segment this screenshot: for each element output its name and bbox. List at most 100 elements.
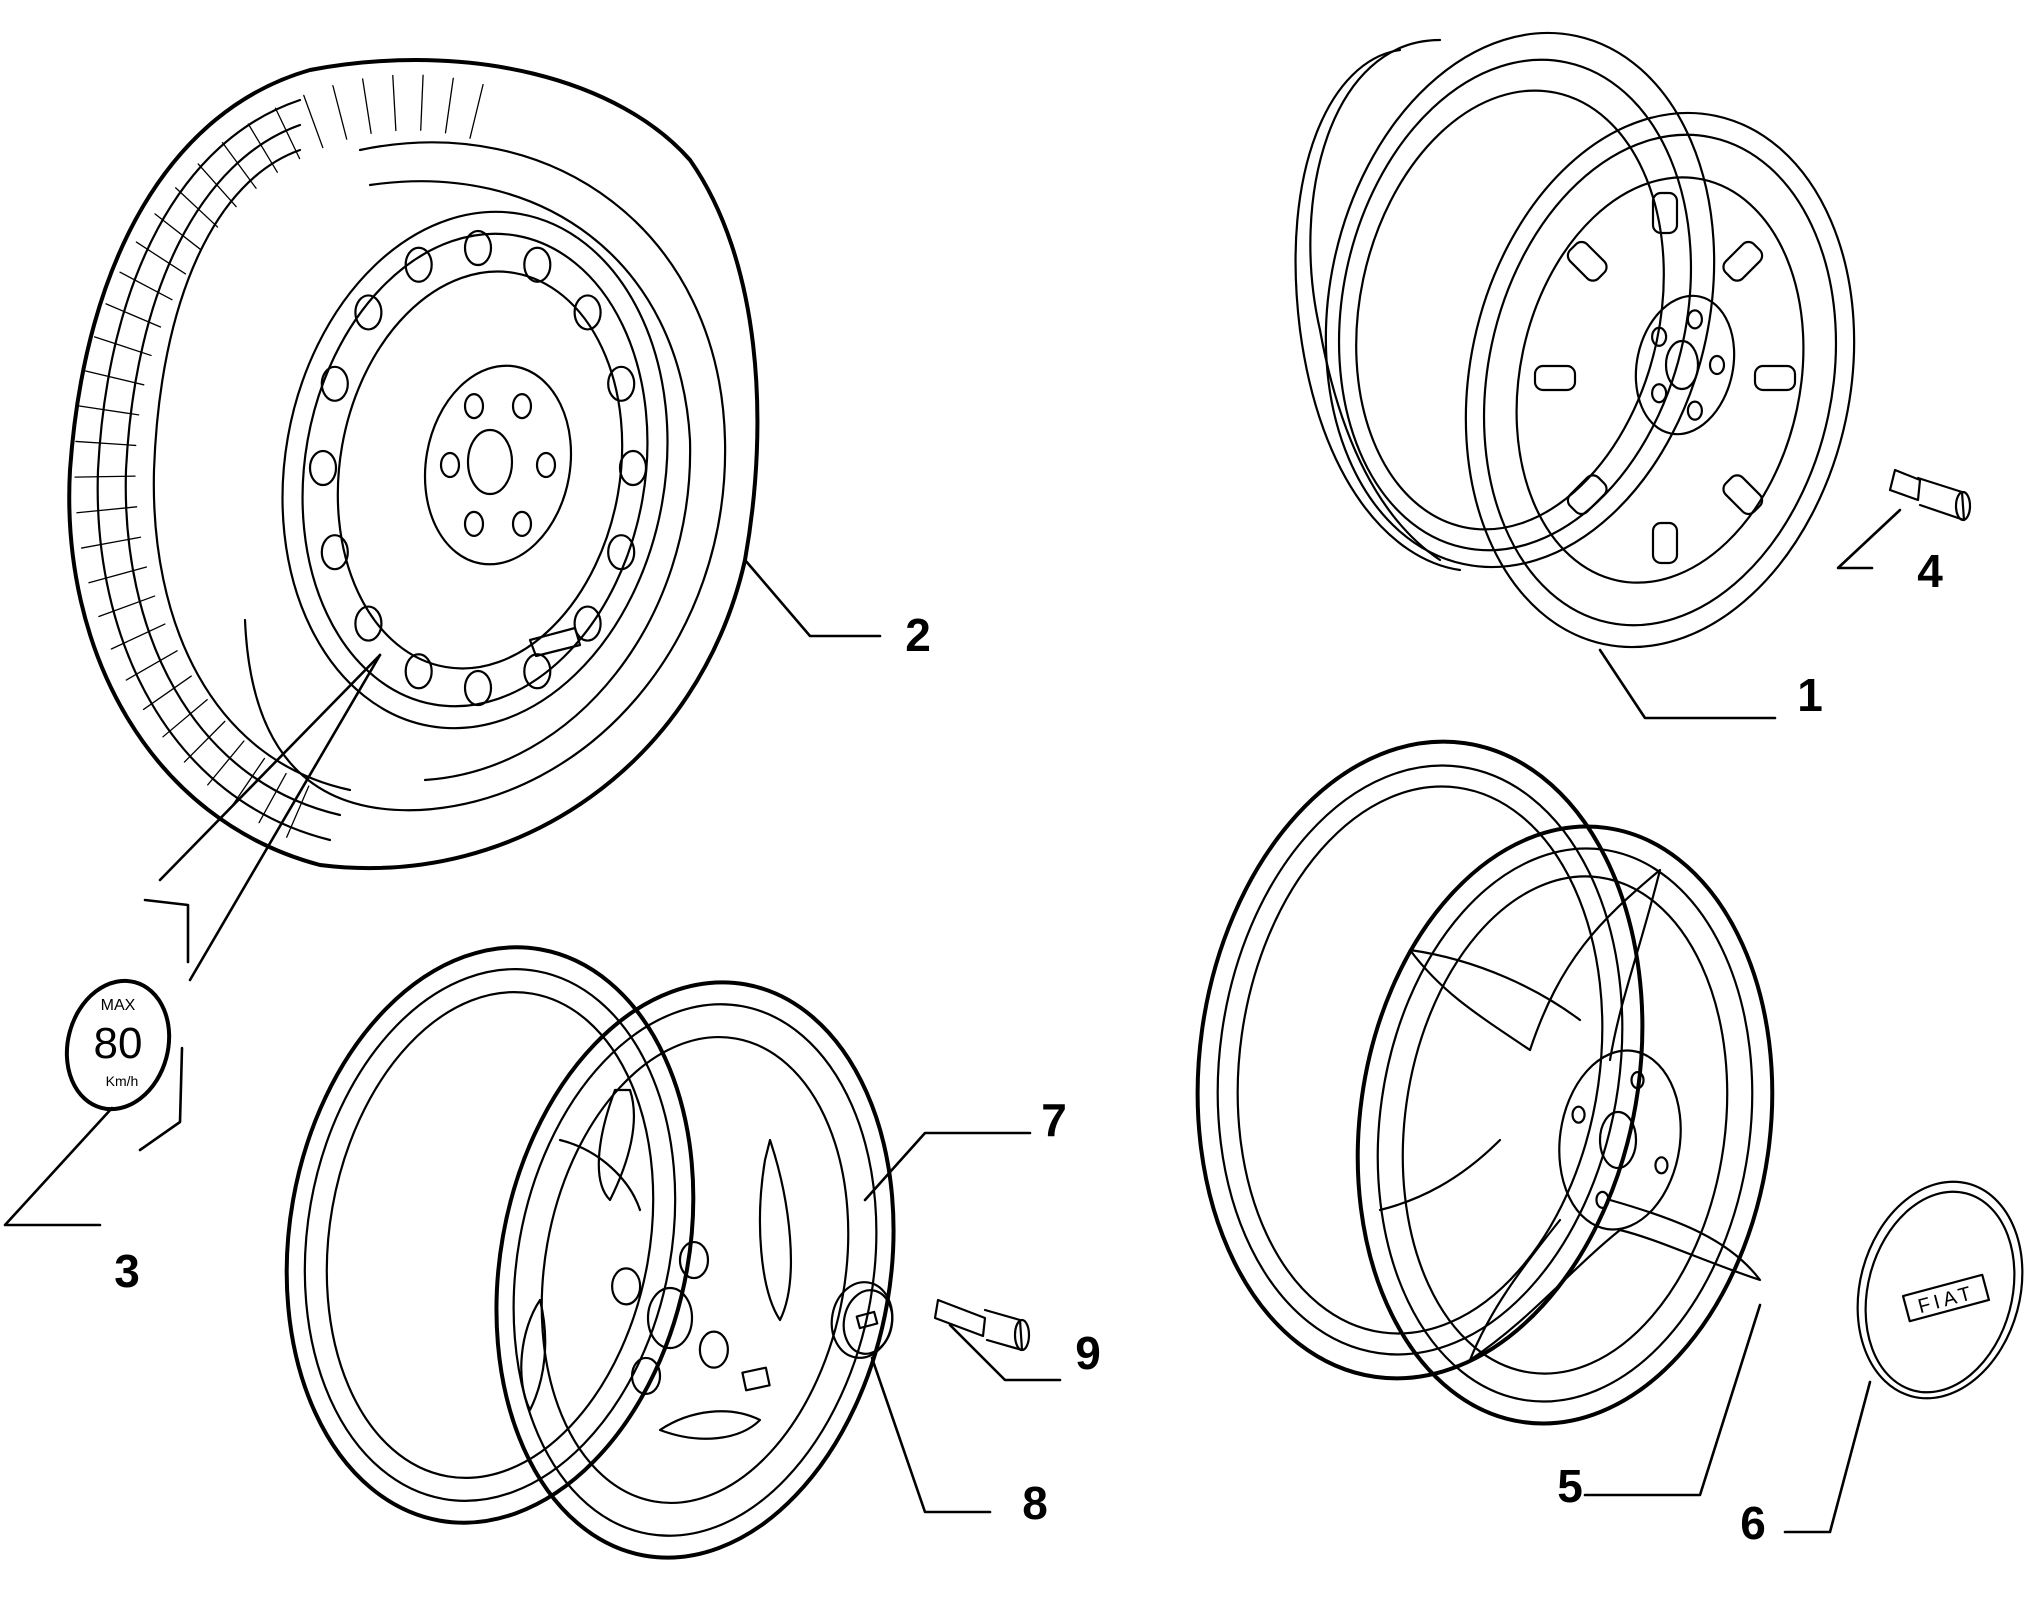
rim-cooling-hole [573,294,602,331]
spare-wheel-with-tyre [67,58,882,982]
callout-1: 1 [1797,669,1823,721]
rim-vent-slot [1566,240,1608,282]
alloy-bolt-hole [678,1240,710,1280]
alloy-bolt-hole [1630,1071,1645,1090]
tread-block-line [420,74,424,131]
alloy-bolt-hole [698,1330,729,1369]
alloy-bolt-hole [1571,1105,1586,1124]
tread-block-line [125,650,178,681]
tread-block-line [142,675,192,711]
tread-block-line [361,78,372,135]
callout-9: 9 [1075,1327,1101,1379]
tread-block-line [392,74,397,132]
callout-3: 3 [114,1245,140,1297]
tread-block-line [221,142,257,189]
tread-block-line [105,303,162,328]
tread-block-line [274,107,301,160]
hub-bolt-hole [535,451,557,479]
tread-block-line [135,241,187,275]
alloy-bolt-hole [1595,1190,1610,1209]
rim-vent-slot [1722,240,1764,282]
tread-block-line [98,595,156,618]
alloy-wheel-three-spoke [1195,739,1775,1497]
rim-cooling-hole [523,653,552,690]
rim-vent-slot [1566,474,1608,516]
callout-7: 7 [1041,1094,1067,1146]
tread-block-line [197,163,237,208]
rim-cooling-hole [618,449,648,487]
callout-4: 4 [1917,545,1943,597]
rim-bolt-hole [1651,326,1668,347]
tread-block-line [247,123,278,173]
hub-bolt-hole [511,510,533,537]
rim-vent-slot [1722,474,1764,516]
rim-bolt-hole [1651,383,1668,404]
hub-bolt-hole [439,451,461,479]
rim-cooling-hole [308,449,338,487]
rim-cooling-hole [607,365,636,402]
rim-cooling-hole [463,669,493,707]
tread-block-line [110,623,166,650]
rim-cooling-hole [354,605,383,642]
tread-block-line [332,84,348,140]
tread-block-line [162,699,208,738]
speed-limit-label: MAX 80 Km/h [3,898,190,1227]
tread-block-line [76,506,138,514]
callout-8: 8 [1022,1477,1048,1529]
rim-bolt-hole [1686,309,1703,330]
rim-vent-slot [1651,191,1679,235]
tread-block-line [88,566,148,584]
callout-2: 2 [905,609,931,661]
tread-block-line [232,757,266,806]
alloy-bolt-hole [630,1356,662,1396]
rim-bolt-hole [1686,400,1703,421]
tread-block-line [93,336,152,357]
steel-rim-bolt [1836,468,1972,570]
rim-cooling-hole [523,246,552,283]
tread-block-line [154,213,202,251]
rim-vent-slot [1753,364,1797,392]
label-max-text: MAX [101,997,136,1014]
tread-block-line [174,187,219,228]
tread-block-line [80,536,142,549]
hub-bolt-hole [463,510,485,537]
hub-bolt-hole [463,393,485,420]
fiat-center-cap: FIAT [1783,1180,2024,1534]
rim-bolt-hole [1708,354,1726,376]
rim-cooling-hole [320,365,349,402]
tread-block-line [207,740,245,786]
alloy-wheel-four-spoke [284,945,1032,1560]
tread-block-line [286,785,310,838]
tread-block-line [469,83,484,139]
rim-vent-slot [1651,521,1679,565]
label-speed-value: 80 [94,1019,143,1068]
label-unit-text: Km/h [106,1073,139,1089]
tread-block-line [303,94,324,149]
callout-6: 6 [1740,1497,1766,1549]
alloy-wheel-bolt [933,1298,1062,1382]
rim-cooling-hole [573,605,602,642]
alloy-bolt-hole [611,1267,642,1306]
rim-cooling-hole [607,534,636,571]
tread-block-line [258,772,287,824]
tread-block-line [74,475,136,478]
rim-vent-slot [1533,364,1577,392]
callout-5: 5 [1557,1460,1583,1512]
small-center-cap [830,1281,992,1514]
tread-block-line [183,720,226,763]
rim-cooling-hole [320,534,349,571]
tread-block-line [119,271,173,301]
tread-block-line [85,370,145,386]
rim-cooling-hole [463,229,493,267]
rim-cooling-hole [354,294,383,331]
tread-block-line [444,77,454,134]
tread-block-line [75,440,137,447]
tread-block-line [78,405,140,416]
rim-cooling-hole [404,246,433,283]
rim-cooling-hole [404,653,433,690]
alloy-bolt-hole [1654,1156,1669,1175]
steel-rim [1294,31,1856,720]
fiat-logo-text: FIAT [1916,1282,1978,1318]
